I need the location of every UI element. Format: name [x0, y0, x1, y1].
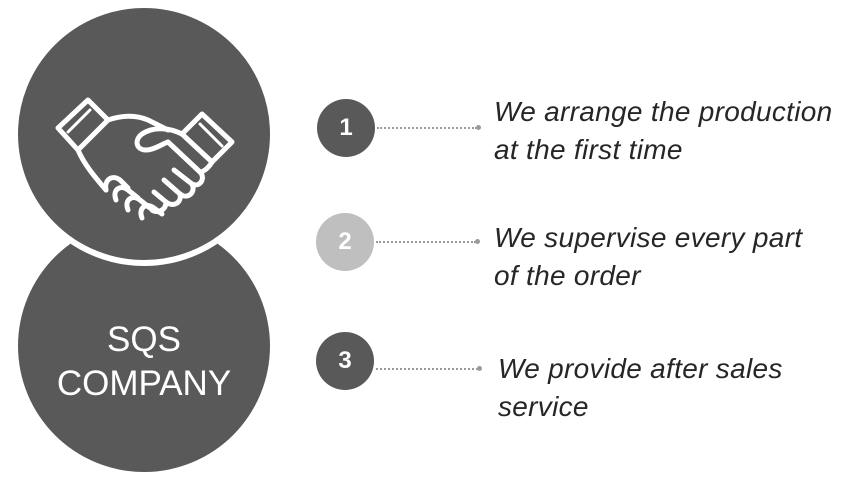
step-3-number: 3: [316, 332, 374, 390]
company-name: SQS COMPANY: [18, 318, 270, 406]
step-3-text: We provide after sales service: [498, 350, 783, 426]
handshake-icon: [55, 97, 235, 221]
step-1-text: We arrange the production at the first t…: [494, 93, 833, 169]
step-2-connector-dot: [475, 239, 480, 244]
step-1-connector: [377, 127, 477, 129]
step-2-line1: We supervise every part: [494, 222, 803, 253]
step-1-connector-dot: [476, 125, 481, 130]
step-1-line1: We arrange the production: [494, 96, 833, 127]
step-2-line2: of the order: [494, 260, 641, 291]
step-2-number: 2: [316, 213, 374, 271]
step-3-connector-dot: [477, 366, 482, 371]
company-name-line2: COMPANY: [56, 364, 232, 403]
step-2-text: We supervise every part of the order: [494, 219, 802, 295]
step-3-connector: [376, 368, 478, 370]
step-1-number: 1: [317, 99, 375, 157]
step-3-line1: We provide after sales: [498, 353, 783, 384]
step-1-line2: at the first time: [494, 134, 683, 165]
company-name-line1: SQS: [107, 320, 181, 359]
step-2-connector: [376, 241, 476, 243]
top-circle: [12, 2, 276, 266]
step-3-line2: service: [498, 391, 589, 422]
